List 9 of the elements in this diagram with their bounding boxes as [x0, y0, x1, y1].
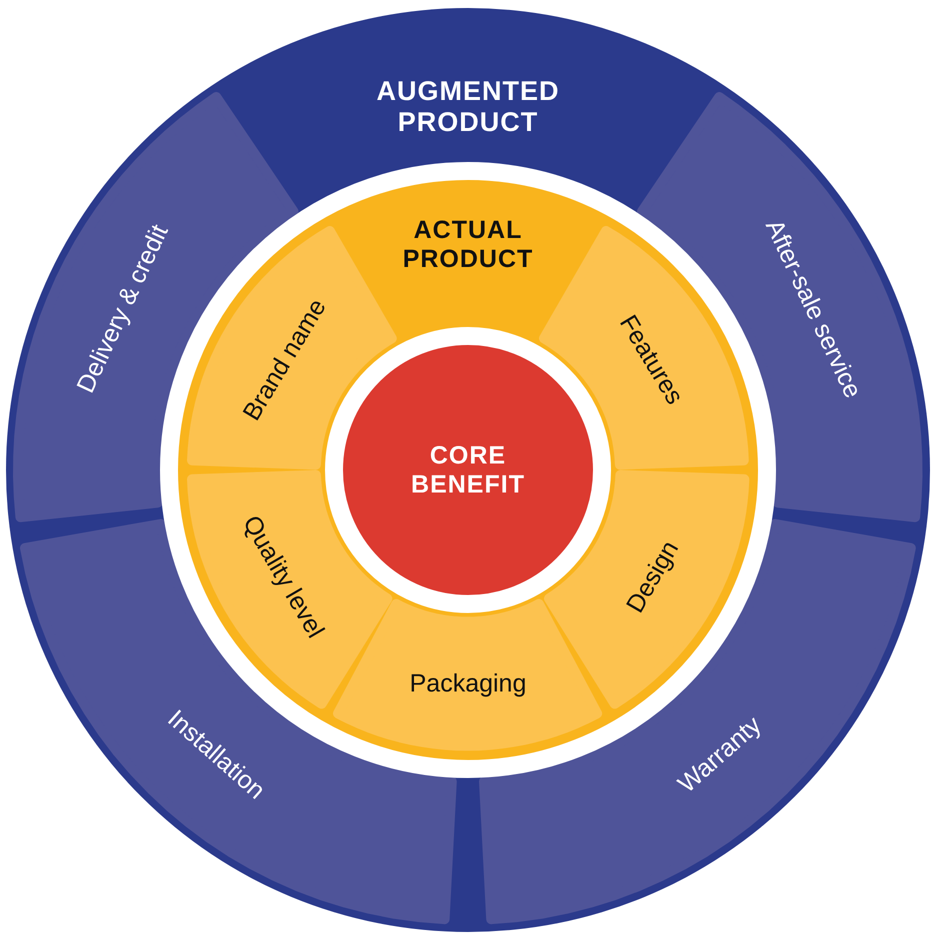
ring-segment [544, 470, 749, 710]
ring-title: ACTUAL PRODUCT [402, 216, 534, 274]
segment-label: Packaging [410, 671, 526, 696]
ring-title: CORE BENEFIT [410, 441, 526, 499]
ring-segment [539, 226, 749, 470]
ring-segment [187, 226, 397, 470]
ring-title: AUGMENTED PRODUCT [376, 76, 560, 138]
ring-segment [333, 599, 603, 751]
ring-segment [187, 470, 392, 710]
